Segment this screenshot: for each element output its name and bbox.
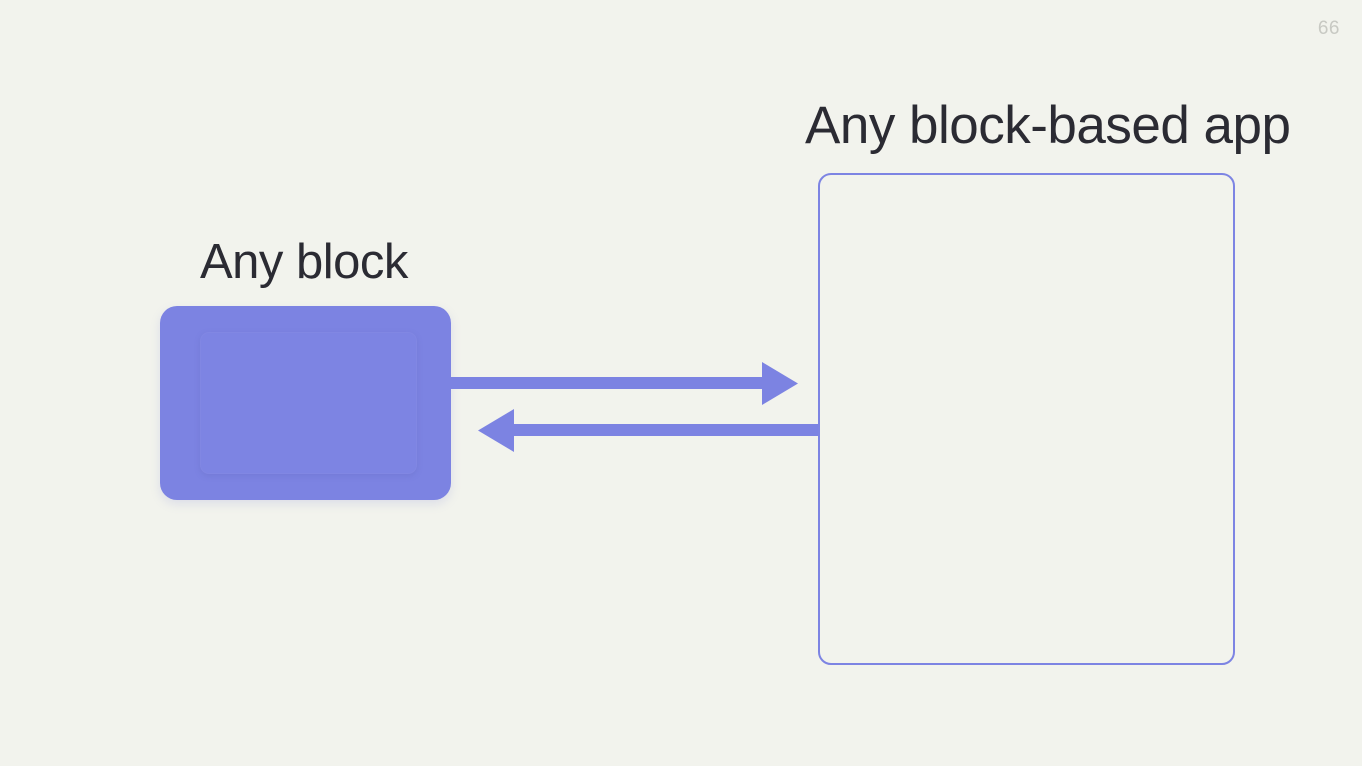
connector-app-to-block	[478, 409, 818, 452]
node-any-block-based-app	[818, 173, 1235, 665]
node-any-block	[160, 306, 451, 500]
connector-block-to-app	[451, 362, 798, 405]
node-label-any-block: Any block	[200, 235, 408, 289]
page-number: 66	[1317, 18, 1340, 39]
node-any-block-inner-surface	[200, 332, 417, 474]
node-label-any-block-based-app: Any block-based app	[805, 96, 1291, 155]
